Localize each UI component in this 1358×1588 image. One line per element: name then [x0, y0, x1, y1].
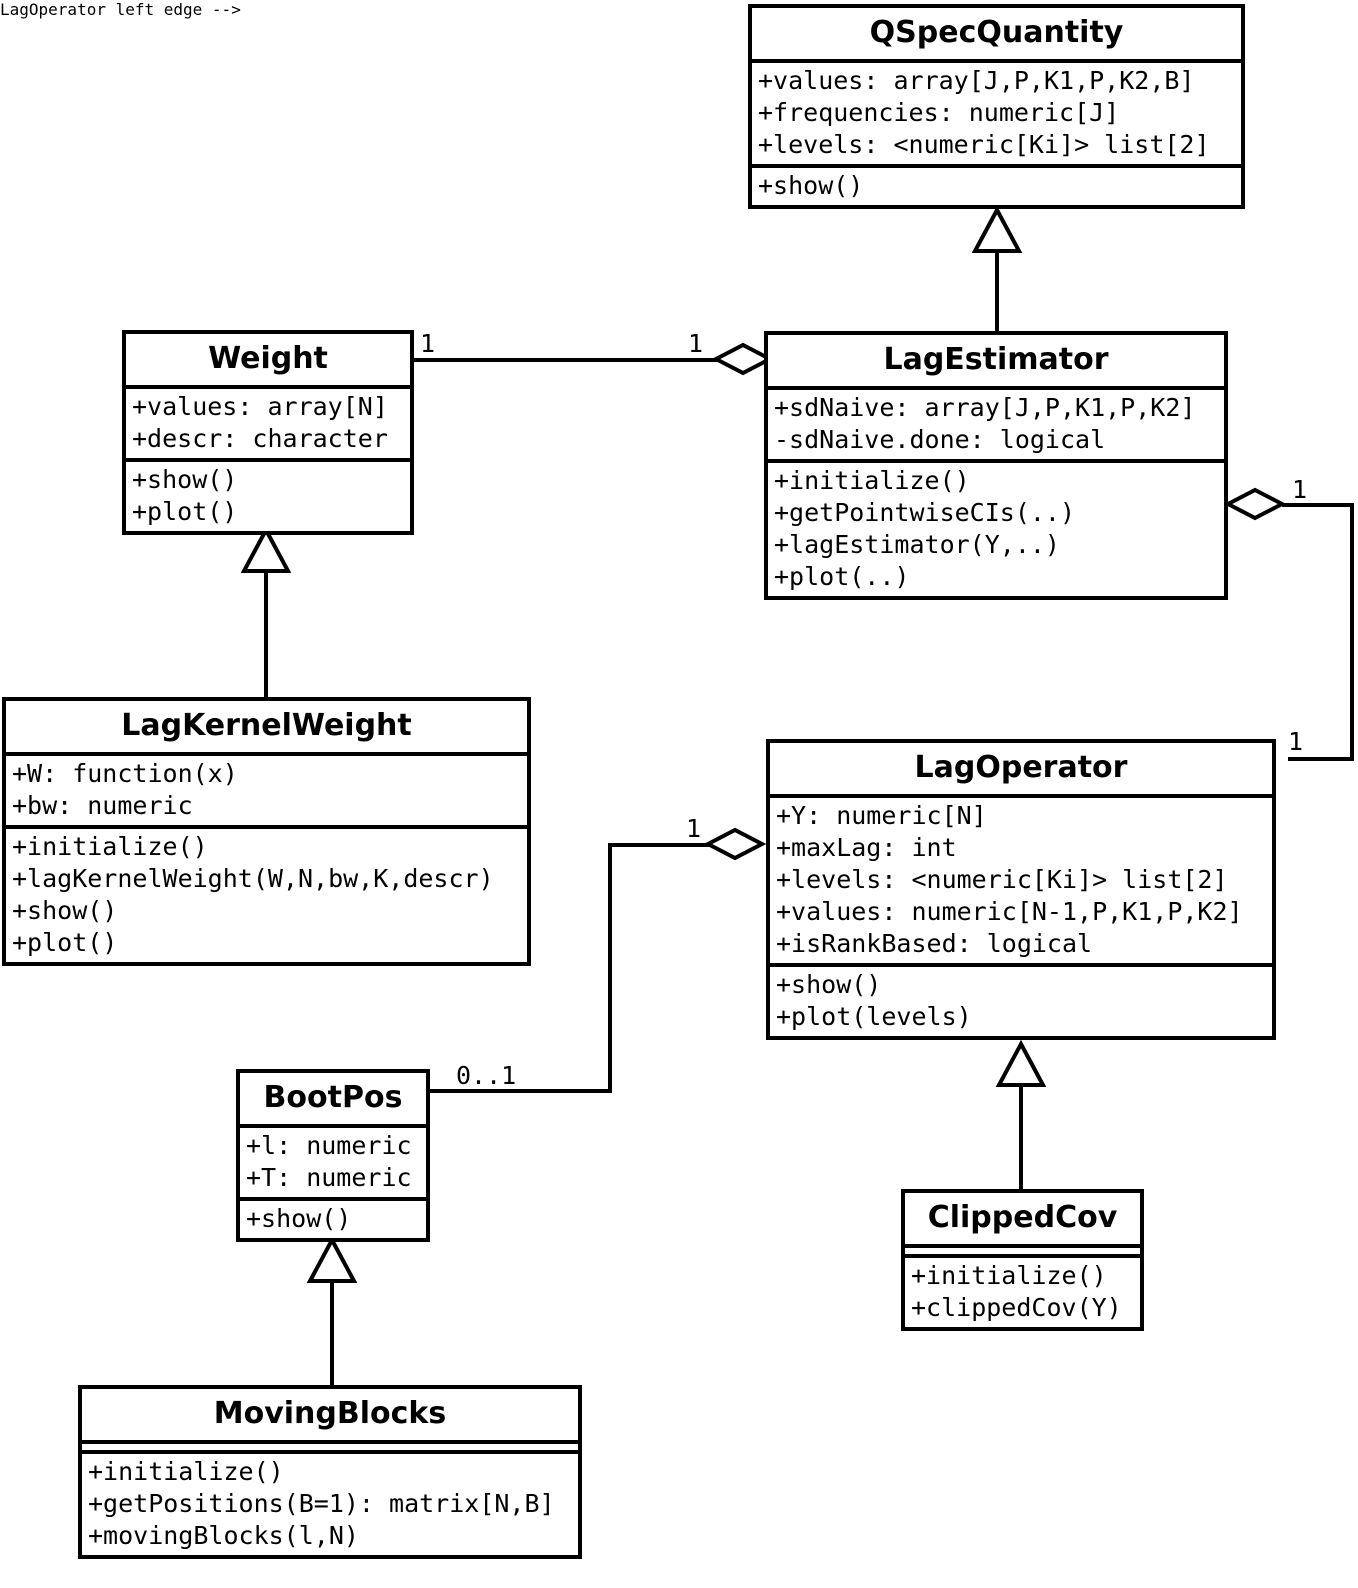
generalization-triangle-weight	[240, 525, 292, 575]
class-title-weight: Weight	[208, 341, 328, 376]
attributes-compartment-bootpos: +l: numeric +T: numeric	[240, 1124, 426, 1197]
class-box-weight[interactable]: Weight +values: array[N] +descr: charact…	[122, 330, 414, 536]
attribute-item: +levels: <numeric[Ki]> list[2]	[758, 130, 1210, 160]
operation-item: +show()	[776, 970, 882, 1000]
multiplicity-lagestimator-weight-end: 1	[688, 329, 704, 358]
gen-lagkernelweight-weight-line	[264, 568, 268, 698]
operations-compartment-lagestimator: +initialize() +getPointwiseCIs(..) +lagE…	[768, 459, 1224, 596]
attribute-item: +T: numeric	[246, 1163, 412, 1193]
class-box-qspecquantity[interactable]: QSpecQuantity +values: array[J,P,K1,P,K2…	[748, 4, 1245, 210]
generalization-triangle-qspecquantity	[971, 205, 1023, 255]
class-title-lagestimator: LagEstimator	[883, 342, 1109, 377]
class-box-bootpos[interactable]: BootPos +l: numeric +T: numeric +show()	[236, 1069, 430, 1243]
operations-compartment-lagkernelweight: +initialize() +lagKernelWeight(W,N,bw,K,…	[6, 825, 527, 962]
operation-item: +plot(..)	[774, 562, 910, 592]
attribute-item: +values: array[J,P,K1,P,K2,B]	[758, 66, 1195, 96]
attributes-compartment-movingblocks	[82, 1440, 578, 1450]
attribute-item: +levels: <numeric[Ki]> list[2]	[776, 865, 1228, 895]
attributes-compartment-lagoperator: +Y: numeric[N] +maxLag: int +levels: <nu…	[770, 794, 1272, 963]
assoc-lagestimator-lagoperator-right-seg	[1350, 503, 1354, 761]
operation-item: +initialize()	[88, 1457, 284, 1487]
operation-item: +movingBlocks(l,N)	[88, 1521, 359, 1551]
operation-item: +lagKernelWeight(W,N,bw,K,descr)	[12, 864, 494, 894]
operation-item: +getPositions(B=1): matrix[N,B]	[88, 1489, 555, 1519]
gen-clippedcov-lagoperator-line	[1019, 1082, 1023, 1190]
class-title-movingblocks: MovingBlocks	[213, 1396, 447, 1431]
operation-item: +show()	[132, 465, 238, 495]
class-title-lagoperator: LagOperator	[914, 750, 1128, 785]
operation-item: +clippedCov(Y)	[911, 1293, 1122, 1323]
multiplicity-bootpos-end: 0..1	[456, 1061, 517, 1090]
operation-item: +initialize()	[12, 832, 208, 862]
operations-compartment-clippedcov: +initialize() +clippedCov(Y)	[905, 1254, 1140, 1327]
assoc-bootpos-lagoperator-lower-seg	[428, 1089, 612, 1093]
assoc-bootpos-lagoperator-upper-seg	[608, 843, 720, 847]
gen-lagestimator-qspecquantity-line	[995, 248, 999, 336]
multiplicity-lagoperator-end: 1	[1288, 727, 1304, 756]
attribute-item: +l: numeric	[246, 1131, 412, 1161]
attribute-item: +sdNaive: array[J,P,K1,P,K2]	[774, 393, 1196, 423]
class-box-clippedcov[interactable]: ClippedCov +initialize() +clippedCov(Y)	[901, 1189, 1144, 1332]
attribute-item: +W: function(x)	[12, 759, 238, 789]
attribute-item: +isRankBased: logical	[776, 929, 1093, 959]
operations-compartment-weight: +show() +plot()	[126, 458, 410, 531]
operations-compartment-movingblocks: +initialize() +getPositions(B=1): matrix…	[82, 1450, 578, 1555]
class-box-lagestimator[interactable]: LagEstimator +sdNaive: array[J,P,K1,P,K2…	[764, 331, 1228, 601]
gen-movingblocks-bootpos-line	[330, 1278, 334, 1386]
operation-item: +plot()	[12, 928, 118, 958]
attribute-item: +Y: numeric[N]	[776, 801, 987, 831]
operations-compartment-bootpos: +show()	[240, 1197, 426, 1238]
attributes-compartment-lagkernelweight: +W: function(x) +bw: numeric	[6, 752, 527, 825]
assoc-weight-lagestimator-line	[412, 358, 728, 362]
attribute-item: +values: numeric[N-1,P,K1,P,K2]	[776, 897, 1243, 927]
multiplicity-lagestimator-lagoperator-end: 1	[1292, 475, 1308, 504]
class-title-qspecquantity: QSpecQuantity	[869, 15, 1124, 50]
operation-item: +plot()	[132, 497, 238, 527]
operation-item: +show()	[12, 896, 118, 926]
attribute-item: +frequencies: numeric[J]	[758, 98, 1120, 128]
class-box-movingblocks[interactable]: MovingBlocks +initialize() +getPositions…	[78, 1385, 582, 1560]
operation-item: +show()	[758, 171, 864, 201]
class-title-clippedcov: ClippedCov	[927, 1200, 1118, 1235]
aggregation-diamond-lagoperator-bootpos	[703, 827, 767, 861]
multiplicity-weight-end: 1	[420, 329, 436, 358]
generalization-triangle-lagoperator	[995, 1039, 1047, 1089]
operations-compartment-lagoperator: +show() +plot(levels)	[770, 963, 1272, 1036]
operation-item: +plot(levels)	[776, 1002, 972, 1032]
attributes-compartment-weight: +values: array[N] +descr: character	[126, 385, 410, 458]
assoc-bootpos-lagoperator-vertical-seg	[608, 843, 612, 1093]
generalization-triangle-bootpos	[306, 1235, 358, 1285]
class-box-lagkernelweight[interactable]: LagKernelWeight +W: function(x) +bw: num…	[2, 697, 531, 967]
attributes-compartment-clippedcov	[905, 1244, 1140, 1254]
operation-item: +lagEstimator(Y,..)	[774, 530, 1060, 560]
operation-item: +initialize()	[774, 466, 970, 496]
attributes-compartment-qspecquantity: +values: array[J,P,K1,P,K2,B] +frequenci…	[752, 59, 1241, 164]
operation-item: +getPointwiseCIs(..)	[774, 498, 1076, 528]
assoc-lagestimator-lagoperator-top-seg	[1282, 503, 1354, 507]
class-box-lagoperator[interactable]: LagOperator +Y: numeric[N] +maxLag: int …	[766, 739, 1276, 1041]
class-title-bootpos: BootPos	[263, 1080, 403, 1115]
attribute-item: -sdNaive.done: logical	[774, 425, 1106, 455]
multiplicity-lagoperator-bootpos-end: 1	[686, 814, 702, 843]
attributes-compartment-lagestimator: +sdNaive: array[J,P,K1,P,K2] -sdNaive.do…	[768, 386, 1224, 459]
class-title-lagkernelweight: LagKernelWeight	[121, 708, 412, 743]
operations-compartment-qspecquantity: +show()	[752, 164, 1241, 205]
attribute-item: +maxLag: int	[776, 833, 957, 863]
attribute-item: +descr: character	[132, 424, 388, 454]
aggregation-diamond-lagestimator-lagoperator	[1223, 487, 1287, 521]
attribute-item: +values: array[N]	[132, 392, 388, 422]
operation-item: +initialize()	[911, 1261, 1107, 1291]
operation-item: +show()	[246, 1204, 352, 1234]
attribute-item: +bw: numeric	[12, 791, 193, 821]
assoc-lagestimator-lagoperator-bottom-seg	[1288, 757, 1354, 761]
